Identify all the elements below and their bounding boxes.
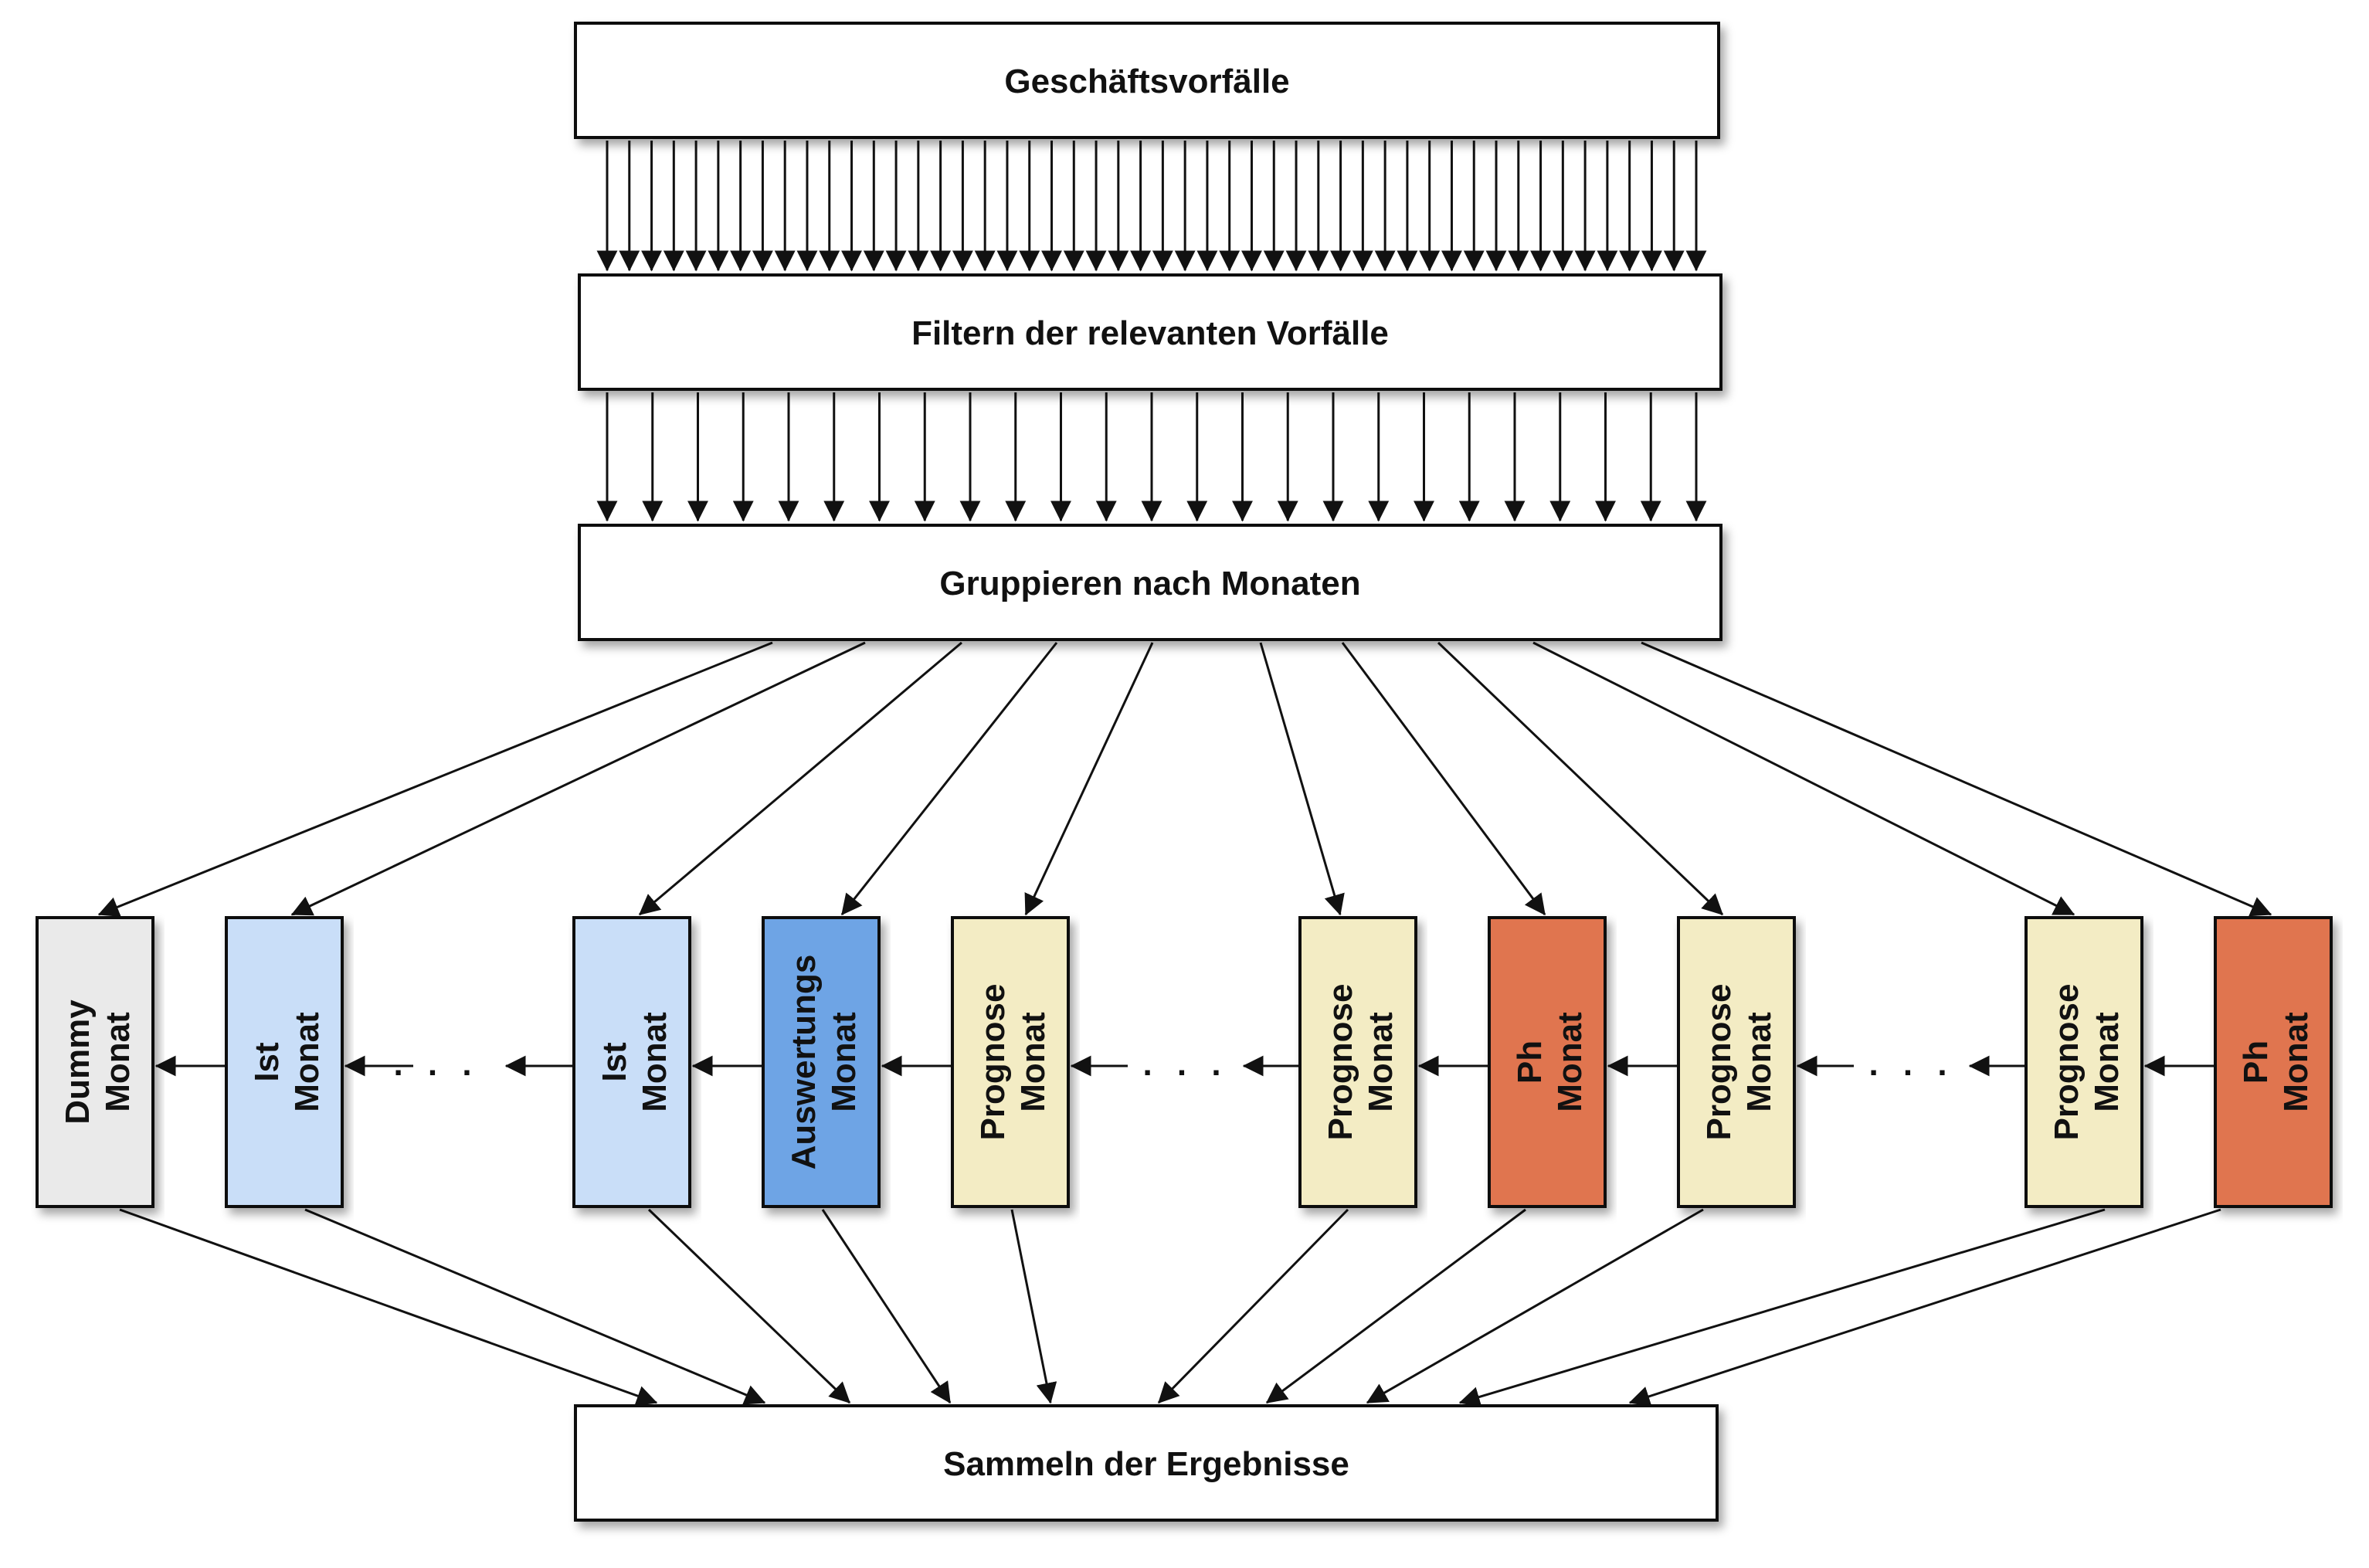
- fan-in-arrow: [119, 1208, 658, 1407]
- fan-out-arrow: [1532, 641, 2075, 916]
- fan-out-arrow: [840, 642, 1058, 916]
- month-label: PrognoseMonat: [1700, 984, 1778, 1141]
- month-box-ist-2: IstMonat: [572, 916, 691, 1208]
- month-label: PrognoseMonat: [2048, 984, 2126, 1141]
- fan-in-arrow: [1458, 1208, 2106, 1407]
- month-label: PrognoseMonat: [974, 984, 1052, 1141]
- month-box-prognose-2: PrognoseMonat: [1298, 916, 1417, 1208]
- month-box-prognose-3: PrognoseMonat: [1677, 916, 1796, 1208]
- month-label: IstMonat: [596, 1012, 674, 1112]
- month-boxes: DummyMonat IstMonat IstMonat Auswertungs…: [36, 916, 2333, 1208]
- fan-in-arrow: [647, 1208, 851, 1404]
- stage-label: Gruppieren nach Monaten: [939, 565, 1360, 602]
- fan-in-arrow: [1157, 1208, 1349, 1404]
- month-label: IstMonat: [248, 1012, 326, 1112]
- fan-out-arrow: [638, 641, 962, 916]
- stage-filter: Filtern der relevanten Vorfälle: [578, 273, 1722, 391]
- fan-out-arrow: [97, 641, 773, 917]
- fan-out-arrow: [1341, 642, 1546, 916]
- fan-in-arrow: [1010, 1209, 1057, 1404]
- fan-in-arrow: [304, 1208, 766, 1405]
- month-label: PrognoseMonat: [1322, 984, 1400, 1141]
- stage-label: Filtern der relevanten Vorfälle: [911, 314, 1389, 352]
- stage-label: Geschäftsvorfälle: [1004, 63, 1289, 100]
- month-label: PhMonat: [1511, 1012, 1589, 1112]
- stage-label: Sammeln der Ergebnisse: [943, 1445, 1349, 1483]
- fan-out-arrows: [97, 641, 2272, 917]
- month-box-auswertung: AuswertungsMonat: [762, 916, 881, 1208]
- fan-out-arrow: [1259, 642, 1345, 916]
- stage-geschaeftsvorfaelle: Geschäftsvorfälle: [574, 22, 1720, 139]
- month-box-ph-2: PhMonat: [2214, 916, 2333, 1208]
- month-label: PhMonat: [2237, 1012, 2315, 1112]
- stage-collect: Sammeln der Ergebnisse: [574, 1404, 1719, 1522]
- fan-in-arrow: [1265, 1208, 1526, 1404]
- fan-out-arrow: [1437, 641, 1724, 916]
- parallel-arrows-top-to-filter: [596, 141, 1707, 272]
- fan-in-arrow: [1628, 1208, 2221, 1407]
- fan-in-arrows: [119, 1208, 2221, 1407]
- month-box-ist-1: IstMonat: [225, 916, 344, 1208]
- parallel-arrows-filter-to-group: [596, 392, 1707, 522]
- month-box-prognose-4: PrognoseMonat: [2025, 916, 2143, 1208]
- fan-out-arrow: [1641, 641, 2272, 917]
- ellipsis-3: . . .: [1868, 1045, 1954, 1083]
- month-label: AuswertungsMonat: [785, 955, 863, 1170]
- month-box-ph-1: PhMonat: [1488, 916, 1607, 1208]
- ellipsis-1: . . .: [393, 1045, 479, 1083]
- month-label: DummyMonat: [59, 1000, 137, 1125]
- ellipsis-2: . . .: [1142, 1045, 1228, 1083]
- stage-group: Gruppieren nach Monaten: [578, 524, 1722, 641]
- fan-out-arrow: [290, 641, 866, 916]
- fan-in-arrow: [1366, 1208, 1704, 1404]
- fan-out-arrow: [1024, 642, 1154, 916]
- month-box-prognose-1: PrognoseMonat: [951, 916, 1070, 1208]
- month-box-dummy: DummyMonat: [36, 916, 154, 1208]
- fan-in-arrow: [821, 1209, 952, 1404]
